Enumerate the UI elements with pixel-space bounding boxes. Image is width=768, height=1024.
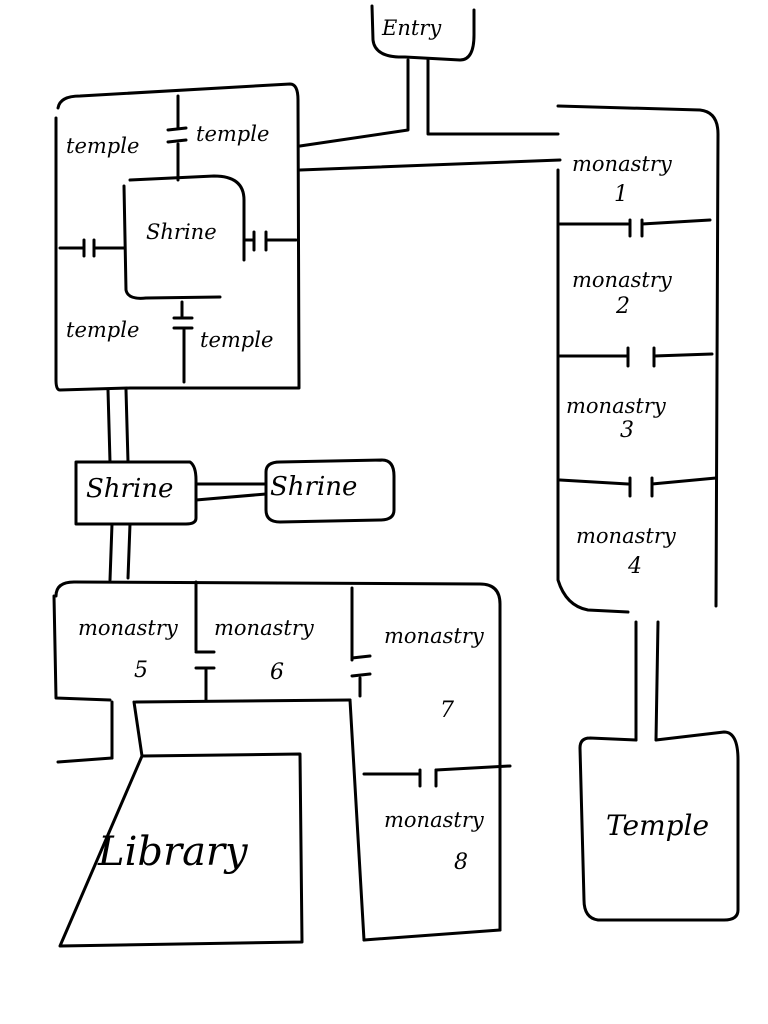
shrine-room-outline <box>264 458 396 524</box>
temple-label: temple <box>200 328 274 352</box>
monastery-label: monastry <box>78 616 178 640</box>
monastery-label: monastry <box>384 624 484 648</box>
monastery-label: monastry <box>572 152 672 176</box>
room-divider <box>652 352 714 358</box>
entry-corridor <box>426 58 560 136</box>
monastery-number: 5 <box>134 658 148 683</box>
inner-shrine-outline <box>128 174 246 262</box>
library-room-outline <box>56 752 304 948</box>
corridor <box>654 620 660 742</box>
monastery-number: 2 <box>616 294 630 319</box>
corridor <box>106 388 112 464</box>
monastery-number: 4 <box>628 554 642 579</box>
temple-divider <box>166 126 188 132</box>
monastery-number: 8 <box>454 850 468 875</box>
room-wall <box>348 698 366 942</box>
monastery-label: monastry <box>572 268 672 292</box>
corridor <box>108 522 114 582</box>
monastery-label: monastry <box>214 616 314 640</box>
monastery-block-outline <box>362 928 502 942</box>
corridor <box>126 522 132 580</box>
shrine-room-outline <box>74 460 198 526</box>
corridor <box>132 700 144 758</box>
temple-room-outline <box>578 730 740 922</box>
temple-label: temple <box>66 318 140 342</box>
entry-corridor <box>298 158 562 172</box>
room-divider <box>640 218 712 226</box>
corridor <box>134 698 352 704</box>
entry-room-outline <box>370 4 476 62</box>
entry-corridor <box>298 58 410 148</box>
corridor <box>194 492 268 502</box>
shrine-label: Shrine <box>270 472 358 502</box>
monastery-number: 3 <box>620 418 634 443</box>
monastery-block-outline <box>52 594 112 702</box>
room-divider <box>434 764 512 772</box>
monastery-column-outline <box>556 104 720 608</box>
inner-shrine-outline <box>122 184 222 300</box>
monastery-label: monastry <box>576 524 676 548</box>
temple-label: temple <box>196 122 270 146</box>
library-label: Library <box>98 829 248 875</box>
temple-label: temple <box>66 134 140 158</box>
room-divider <box>558 478 630 486</box>
monastery-block-outline <box>54 580 502 932</box>
monastery-label: monastry <box>384 808 484 832</box>
temple-divider <box>166 138 188 144</box>
shrine-label: Shrine <box>86 474 174 504</box>
room-divider <box>350 654 372 660</box>
monastery-label: monastry <box>566 394 666 418</box>
entry-label: Entry <box>382 16 442 40</box>
room-divider <box>350 672 372 678</box>
monastery-column-outline <box>556 168 630 614</box>
inner-shrine-label: Shrine <box>146 220 217 244</box>
monastery-number: 1 <box>614 182 628 207</box>
temple-room-label: Temple <box>606 809 710 842</box>
corridor <box>124 388 130 464</box>
room-divider <box>650 476 718 486</box>
monastery-number: 6 <box>270 660 284 685</box>
monastery-number: 7 <box>440 698 454 723</box>
temple-complex-outline <box>54 82 301 392</box>
